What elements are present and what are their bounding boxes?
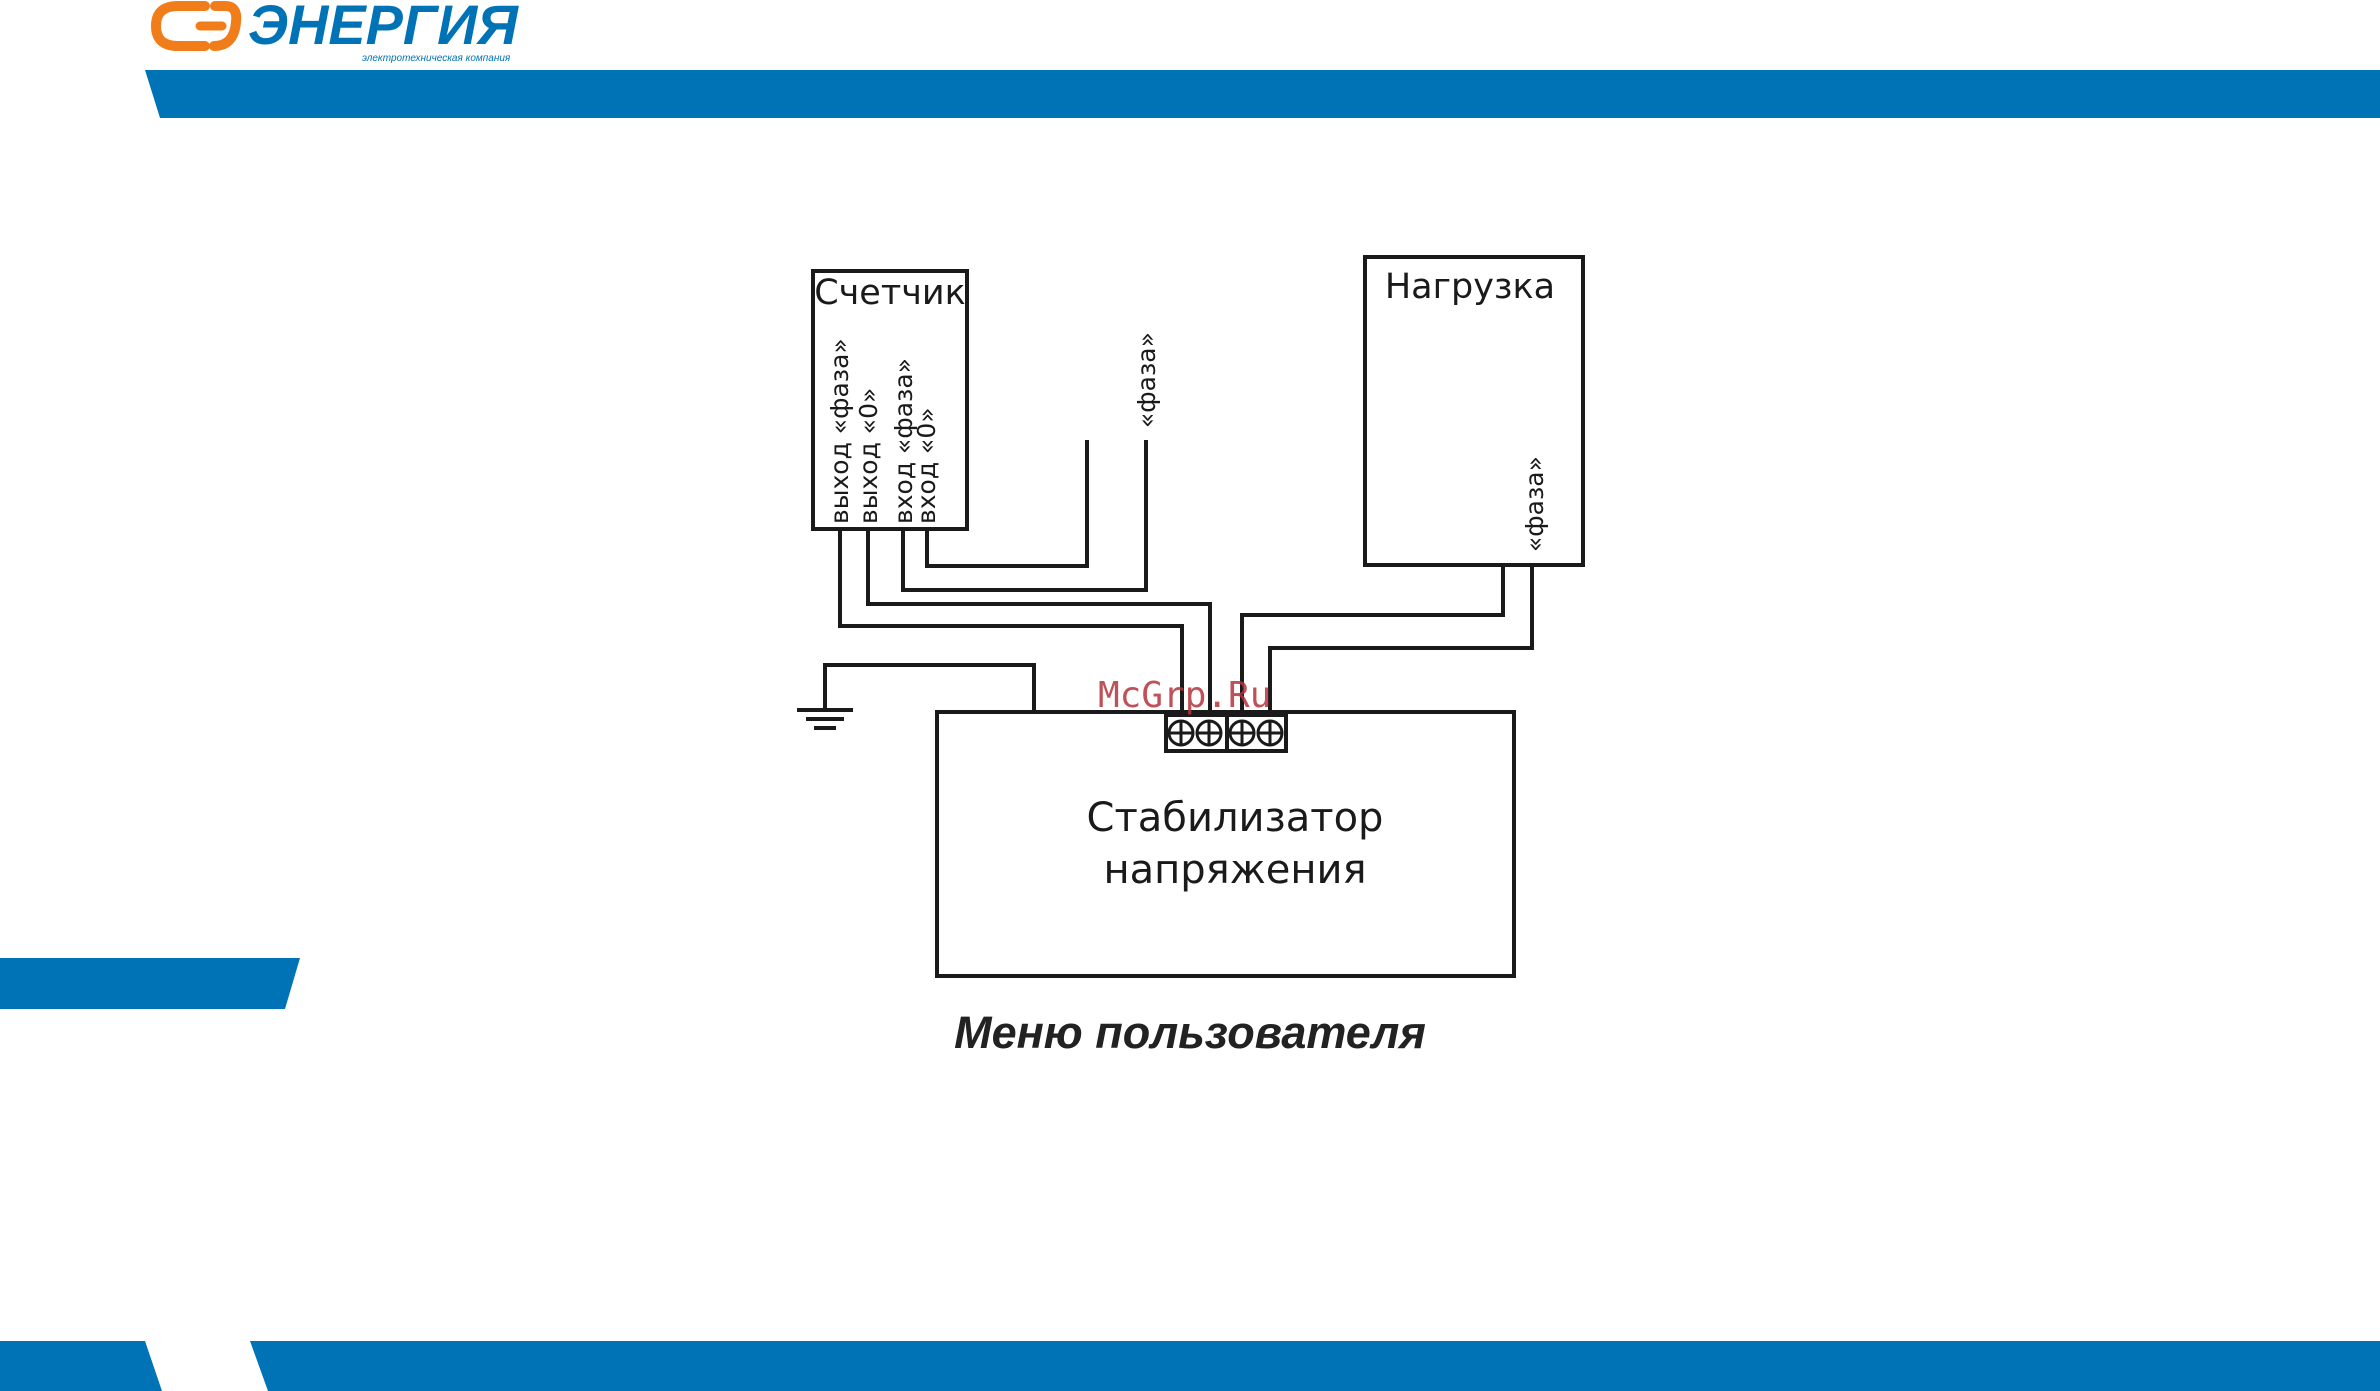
- wire-meter-out-zero: [866, 529, 1212, 715]
- diagram-caption: Меню пользователя: [954, 1007, 1426, 1058]
- terminal-screw-icon: [1167, 719, 1195, 747]
- stabilizer-label-line2: напряжения: [1103, 847, 1366, 893]
- load-title: Нагрузка: [1385, 267, 1555, 307]
- supply-phase-label: «фаза»: [1132, 332, 1161, 428]
- watermark: McGrp.Ru: [1098, 675, 1271, 716]
- load-terminal-phase: «фаза»: [1520, 456, 1549, 552]
- wiring: [823, 440, 1534, 715]
- meter-terminal-in-phase: вход «фаза»: [889, 358, 918, 524]
- company-logo: ЭНЕРГИЯ электротехническая компания: [150, 0, 519, 64]
- stabilizer-label-line1: Стабилизатор: [1087, 795, 1384, 841]
- meter-terminal-out-phase: выход «фаза»: [825, 338, 854, 524]
- meter-box: [811, 269, 969, 531]
- terminal-screw-icon: [1195, 719, 1223, 747]
- wire-supply-zero: [925, 440, 1089, 568]
- bottom-left-blue-band: [0, 1341, 162, 1391]
- wire-supply-phase: [901, 440, 1148, 592]
- bottom-blue-band: [250, 1341, 2380, 1391]
- meter-terminal-out-zero: выход «0»: [854, 388, 883, 524]
- wire-ground: [823, 663, 1036, 712]
- load-box: [1363, 255, 1585, 567]
- left-blue-band: [0, 958, 300, 1009]
- terminal-screw-icon: [1228, 719, 1256, 747]
- ground-icon: [797, 708, 853, 730]
- meter-title: Счетчик: [814, 273, 966, 313]
- wire-load-phase: [1268, 565, 1534, 715]
- logo-tagline: электротехническая компания: [362, 53, 511, 64]
- terminal-block: [1164, 713, 1288, 753]
- logo-wordmark: ЭНЕРГИЯ: [248, 0, 519, 56]
- top-blue-band: [145, 70, 2380, 118]
- stabilizer-box: [935, 710, 1516, 978]
- wire-load-zero: [1240, 565, 1505, 715]
- terminal-screw-icon: [1256, 719, 1284, 747]
- wire-meter-out-phase: [838, 529, 1184, 715]
- meter-terminal-in-zero: вход «0»: [912, 407, 941, 524]
- logo-mark-icon: [150, 0, 242, 51]
